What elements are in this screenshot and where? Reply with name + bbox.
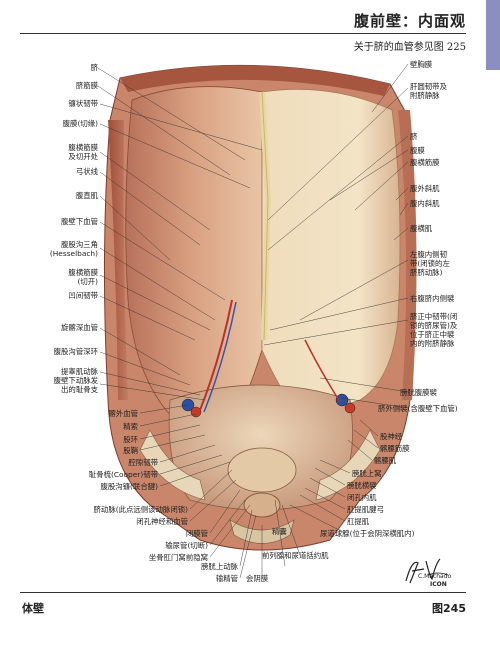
label-umbilicus: 脐: [90, 63, 98, 72]
section-name: 体壁: [22, 602, 44, 615]
label-perineal-membrane: 会阴膜: [246, 574, 269, 583]
label-peritoneum-cut: 腹膜(切缘): [62, 119, 98, 128]
label-median-umbilical-ligament: 脐正中韧带(闭 锁的脐尿管)及 位于脐正中襞 内的附脐静脉: [410, 312, 458, 348]
label-tendinous-arch: 肛提肌腱弓: [347, 505, 384, 514]
footer-divider: [20, 592, 466, 593]
label-ischioanal-fossa-recess: 坐骨肛门窝前隐窝: [148, 553, 208, 562]
label-internal-oblique: 腹内斜肌: [410, 199, 440, 208]
label-parietal-pleura: 壁胸膜: [410, 60, 433, 69]
cosigner-signature: C.Machado: [418, 573, 452, 580]
label-vesical-peritoneal-fold: 膀胱腹膜襞: [400, 388, 437, 397]
section-tab: [486, 0, 500, 70]
label-femoral-sheath: 股鞘: [123, 446, 138, 455]
label-right-transversalis-fascia: 腹横筋膜: [410, 158, 440, 167]
label-cremasteric-artery: 提睾肌动脉: [61, 367, 98, 376]
label-superior-vesical-artery: 膀胱上动脉: [201, 562, 238, 571]
label-interfoveolar-ligament: 凹间韧带: [68, 291, 98, 300]
artist-signature-icon: [405, 558, 449, 584]
label-conjoint-tendon: 腹股沟镰(联合腱): [100, 482, 158, 491]
label-transversalis-fascia-cut: 腹横筋膜 及切开处: [68, 143, 98, 161]
label-lateral-umbilical-fold: 脐外侧襞(含腹壁下血管): [378, 404, 458, 413]
label-deep-circumflex-iliac-vessels: 旋髂深血管: [61, 323, 98, 332]
label-right-umbilicus: 脐: [410, 132, 418, 141]
label-transversalis-fascia: 腹横筋膜 (切开): [68, 268, 98, 286]
label-medial-umbilical-ligament: 左腹内侧韧 带(闭锁的左 脐脐动脉): [410, 250, 450, 277]
label-seminal-vesicle: 精囊: [272, 527, 287, 536]
label-iliopsoas: 髂腰肌: [374, 456, 397, 465]
label-pubic-branch: 腹壁下动脉发 出的耻骨支: [53, 376, 98, 394]
label-transversus-abdominis: 腹横肌: [410, 224, 433, 233]
label-umbilical-artery: 脐动脉(此点远侧该动脉闭锁): [93, 505, 188, 514]
label-ureter-cut: 输尿管(切断): [165, 541, 208, 550]
label-transverse-vesical-fold: 膀胱横襞: [347, 481, 377, 490]
label-iliopsoas-fascia: 髂腰筋膜: [380, 444, 410, 453]
publisher-logo: ICON: [430, 581, 447, 588]
label-arcuate-line: 弓状线: [75, 167, 98, 176]
label-medial-umbilical-fold: 右腹脐内侧襞: [410, 294, 455, 303]
page-title: 腹前壁：内面观: [353, 12, 466, 30]
label-prostate-sphincter: 前列腺和尿道括约肌: [262, 551, 329, 560]
label-cooper-ligament: 耻骨梳(Cooper)韧带: [88, 470, 158, 479]
label-ductus-deferens: 输精管: [215, 574, 238, 583]
figure-number: 图245: [432, 602, 466, 615]
label-external-oblique: 腹外斜肌: [410, 184, 440, 193]
label-deep-inguinal-ring: 腹股沟管深环: [53, 347, 98, 356]
label-spermatic-cord: 精索: [123, 422, 138, 431]
label-femoral-nerve: 股神经: [380, 432, 403, 441]
title-divider: [20, 33, 466, 34]
label-femoral-ring: 股环: [123, 435, 138, 444]
label-umbilical-fascia: 脐筋膜: [75, 81, 98, 90]
label-right-peritoneum: 腹膜: [410, 146, 425, 155]
label-external-iliac-vessels: 髂外血管: [108, 409, 138, 418]
label-lacunar-ligament: 腔隙韧带: [128, 458, 158, 467]
page-subtitle: 关于脐的血管参见图 225: [353, 42, 466, 53]
label-round-ligament-liver: 肝圆韧带及 附脐静脉: [410, 82, 447, 100]
label-hesselbach-triangle: 腹股沟三角 (Hesselbach): [49, 240, 98, 258]
label-levator-ani: 肛提肌: [347, 517, 370, 526]
label-supravesical-fossa: 膀胱上窝: [352, 469, 382, 478]
label-bulbourethral-gland: 尿道球腺(位于会阴深横肌内): [320, 529, 415, 538]
label-falciform-ligament: 镰状韧带: [68, 99, 98, 108]
label-obturator-nerve-vessels: 闭孔神经和血管: [136, 517, 188, 526]
label-obturator-internus: 闭孔内肌: [347, 493, 377, 502]
label-inferior-epigastric-vessels: 腹壁下血管: [61, 217, 98, 226]
label-obturator-canal: 闭膜管: [185, 529, 208, 538]
label-rectus-abdominis: 腹直肌: [75, 191, 98, 200]
